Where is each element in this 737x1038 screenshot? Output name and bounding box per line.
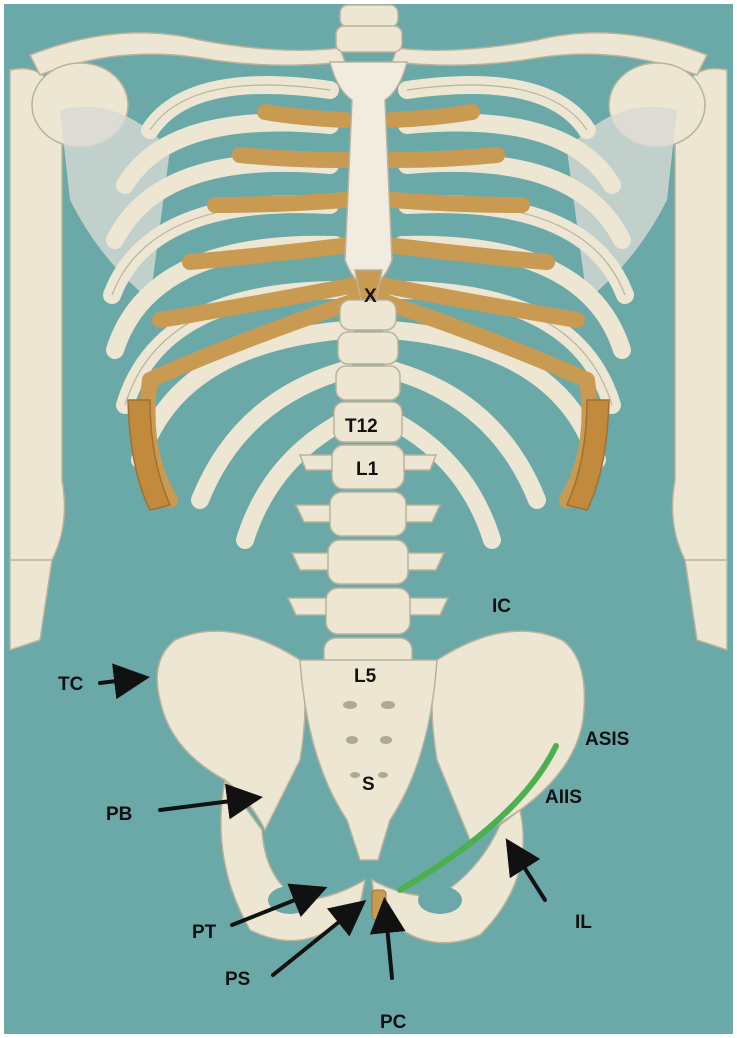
label-pb: PB	[106, 804, 132, 825]
label-l5: L5	[354, 666, 377, 687]
label-xiphoid: X	[364, 286, 377, 307]
label-ic: IC	[492, 596, 511, 617]
label-tc: TC	[58, 674, 84, 695]
label-aiis: AIIS	[545, 787, 582, 808]
label-s: S	[362, 774, 375, 795]
label-asis: ASIS	[585, 729, 629, 750]
label-l1: L1	[356, 459, 379, 480]
label-ps: PS	[225, 969, 250, 990]
label-pt: PT	[192, 922, 217, 943]
cervical-spine	[336, 5, 402, 52]
label-pc: PC	[380, 1012, 407, 1033]
label-t12: T12	[345, 416, 378, 437]
label-il: IL	[575, 912, 592, 933]
